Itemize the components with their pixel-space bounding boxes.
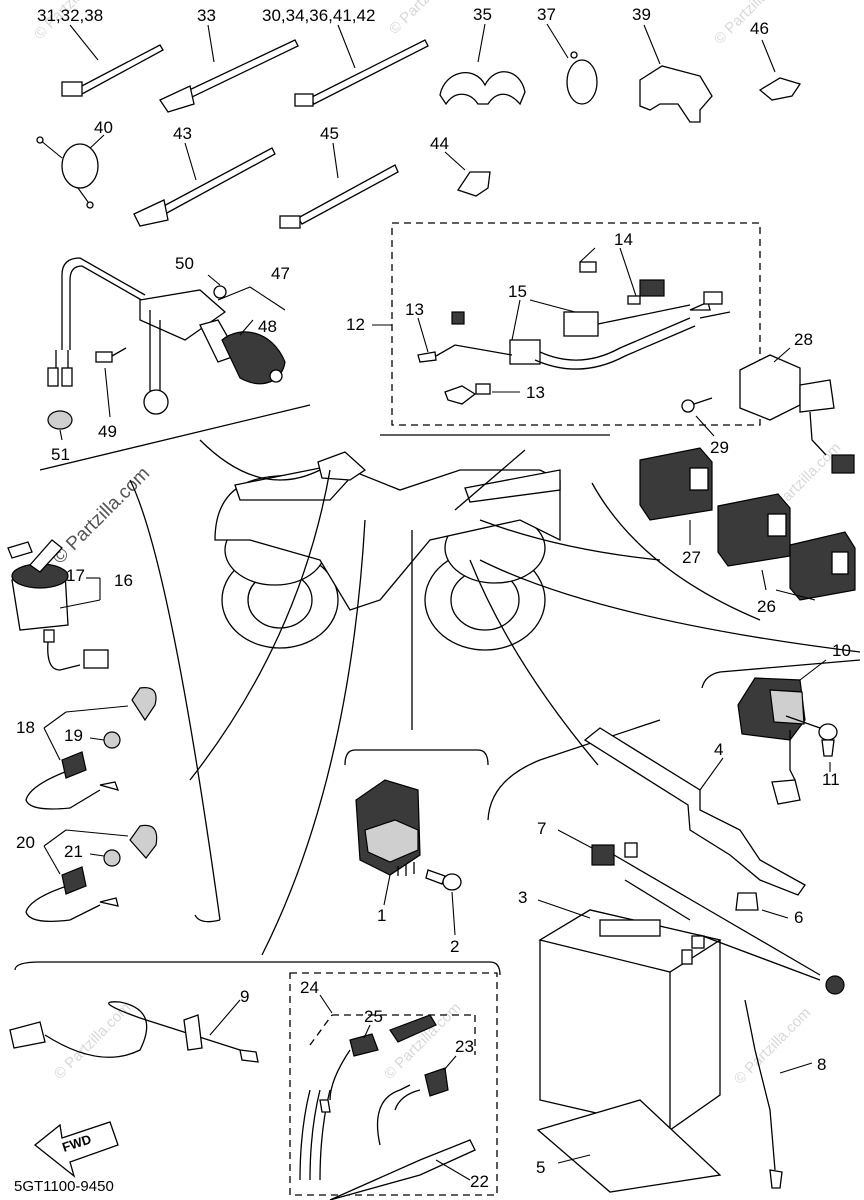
part-11-bolt[interactable]: 11 [818,723,840,789]
callout-10[interactable]: 10 [832,641,851,660]
part-2-bolt[interactable]: 2 [425,869,462,956]
callout-50[interactable]: 50 [175,254,194,273]
callout-21[interactable]: 21 [64,842,83,861]
part-group-wire-harness[interactable]: 12 14 15 13 13 [346,222,761,426]
callout-51[interactable]: 51 [51,445,70,464]
part-46-clip[interactable]: 46 [750,19,802,101]
svg-text:© Partzilla.com: © Partzilla.com [386,0,469,38]
callout-4[interactable]: 4 [714,740,723,759]
callout-17[interactable]: 17 [66,566,85,585]
bottom-bracket-line [14,961,501,976]
part-3-battery[interactable]: 3 [518,888,722,1131]
part-30-cable-tie[interactable]: 30,34,36,41,42 [262,6,429,107]
callout-18[interactable]: 18 [16,718,35,737]
callout-40[interactable]: 40 [94,118,113,137]
part-16-main-switch[interactable]: 17 16 [7,539,133,671]
atv-vehicle-outline [214,311,561,651]
part-23-connector[interactable]: 23 [394,1037,474,1111]
part-22-wire-harness-kit[interactable]: 22 [289,972,498,1200]
callout-16[interactable]: 16 [114,571,133,590]
callout-28[interactable]: 28 [794,330,813,349]
callout-11[interactable]: 11 [822,770,840,789]
svg-text:© Partzilla.com: © Partzilla.com [731,1004,814,1087]
part-35-clamp[interactable]: 35 [439,5,526,106]
battery-bracket-line [487,719,661,821]
callout-43[interactable]: 43 [173,124,192,143]
callout-1[interactable]: 1 [377,906,386,925]
callout-37[interactable]: 37 [537,5,556,24]
relay-bracket-line [591,482,761,621]
part-9-lead-wire[interactable]: 9 [9,987,259,1063]
callout-5[interactable]: 5 [536,1158,545,1177]
part-40-grommet[interactable]: 40 [36,118,113,209]
part-26-relay[interactable]: 26 [717,493,856,616]
callout-27[interactable]: 27 [682,548,701,567]
leader-curves [129,439,861,956]
part-group-choke-cable[interactable]: 50 47 48 49 51 [47,254,290,464]
part-10-starter-relay[interactable]: 10 [701,641,861,805]
callout-49[interactable]: 49 [98,422,117,441]
part-31-cable-tie[interactable]: 31,32,38 [37,6,164,97]
part-37-grommet[interactable]: 37 [537,5,598,105]
part-33-cable-tie-clip[interactable]: 33 [159,6,299,113]
part-25-fuse[interactable]: 25 [363,1007,437,1043]
watermark-main: © Partzilla.com [49,463,154,568]
callout-31-32-38[interactable]: 31,32,38 [37,6,103,25]
part-24-wire-lead[interactable]: 24 [300,978,476,1113]
callout-29[interactable]: 29 [710,438,729,457]
part-8-battery-cable[interactable]: 8 [699,934,845,1189]
part-6-damper[interactable]: 6 [735,892,803,927]
callout-13-bottom[interactable]: 13 [526,383,545,402]
svg-text:© Partzilla.com: © Partzilla.com [51,999,134,1082]
part-5-battery-cover[interactable]: 5 [536,1099,722,1193]
part-43-cable-tie-clip[interactable]: 43 [133,124,276,227]
part-45-cable-tie[interactable]: 45 [279,124,399,229]
callout-39[interactable]: 39 [632,5,651,24]
callout-12[interactable]: 12 [346,315,365,334]
callout-23[interactable]: 23 [455,1037,474,1056]
callout-24[interactable]: 24 [300,978,319,997]
callout-13-top[interactable]: 13 [405,300,424,319]
part-27-relay[interactable]: 27 [639,447,713,567]
callout-46[interactable]: 46 [750,19,769,38]
part-39-holder[interactable]: 39 [632,5,713,123]
part-1-rectifier-regulator[interactable]: 1 [344,749,489,925]
callout-48[interactable]: 48 [258,317,277,336]
callout-20[interactable]: 20 [16,833,35,852]
callout-45[interactable]: 45 [320,124,339,143]
callout-2[interactable]: 2 [450,937,459,956]
part-7-fuse-holder[interactable]: 7 [537,819,821,976]
callout-14[interactable]: 14 [614,230,633,249]
callout-7[interactable]: 7 [537,819,546,838]
part-28-ignition-coil[interactable]: 28 29 [681,330,855,474]
drawing-code: 5GT1100-9450 [14,1178,114,1195]
callout-26[interactable]: 26 [757,597,776,616]
part-18-switch-lead[interactable]: 18 19 [16,687,157,810]
group-bracket-line [39,404,311,471]
part-44-clip[interactable]: 44 [430,134,491,197]
callout-9[interactable]: 9 [240,987,249,1006]
callout-47[interactable]: 47 [271,264,290,283]
callout-44[interactable]: 44 [430,134,449,153]
svg-text:© Partzilla.com: © Partzilla.com [381,999,464,1082]
callout-3[interactable]: 3 [518,888,527,907]
callout-25[interactable]: 25 [364,1007,383,1026]
callout-35[interactable]: 35 [473,5,492,24]
callout-22[interactable]: 22 [470,1172,489,1191]
part-20-switch-lead[interactable]: 20 21 [16,824,158,923]
callout-19[interactable]: 19 [64,726,83,745]
callout-8[interactable]: 8 [817,1055,826,1074]
callout-33[interactable]: 33 [197,6,216,25]
callout-15[interactable]: 15 [508,282,527,301]
fwd-arrow-icon: FWD [33,1121,119,1178]
callout-6[interactable]: 6 [794,908,803,927]
callout-30-34-36-41-42[interactable]: 30,34,36,41,42 [262,6,375,25]
part-4-battery-band[interactable]: 4 [583,727,806,896]
